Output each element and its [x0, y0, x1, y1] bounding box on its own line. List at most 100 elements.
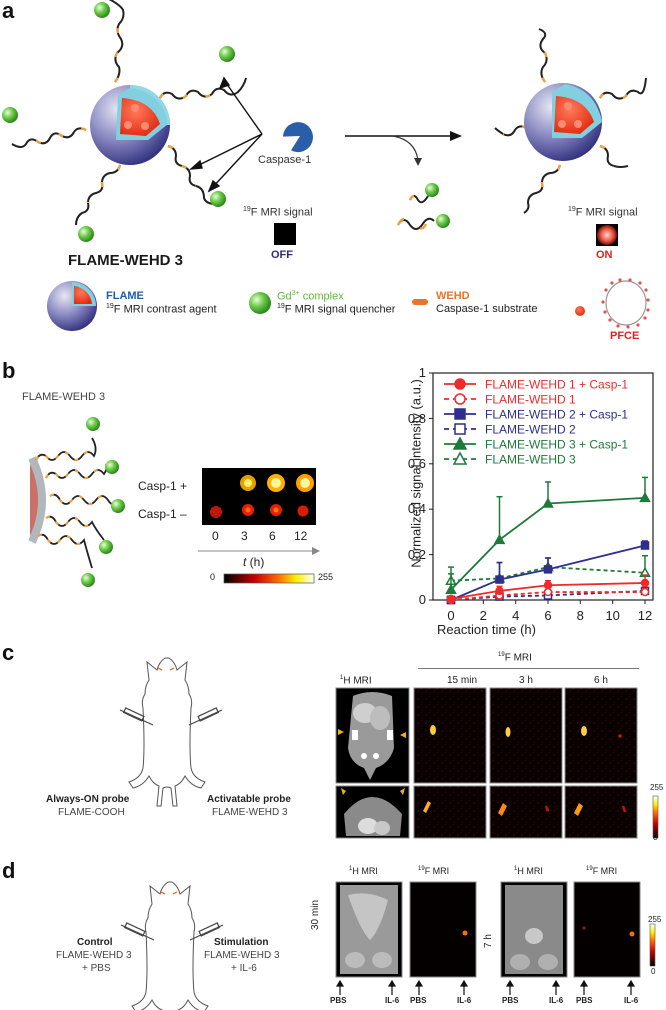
- signal-on-caption: 19F MRI signal: [568, 206, 638, 219]
- panel-a-label: a: [2, 0, 15, 23]
- text: H MRI: [352, 866, 378, 876]
- tick-0: 0: [212, 529, 219, 543]
- tick-6: 6: [269, 529, 276, 543]
- ytick: 1: [419, 365, 426, 380]
- mouse-illustration-d: [120, 881, 224, 1010]
- ytick: 0.2: [408, 547, 426, 562]
- caspase-icon: [283, 122, 313, 153]
- legend-flame-desc: 19F MRI contrast agent: [106, 303, 217, 316]
- chart-series: [446, 540, 650, 605]
- signal-intensity-chart: 0 0.2 0.4 0.6 0.8 1 0 2 4 6 8 10 12 FLAM…: [408, 365, 654, 623]
- d-h-mri-1: 1H MRI: [349, 866, 378, 876]
- svg-text:FLAME-WEHD 1: FLAME-WEHD 1: [485, 393, 576, 407]
- arrow-label: PBS: [576, 996, 593, 1005]
- caspase-label: Caspase-1: [258, 154, 312, 166]
- panel-b-label: b: [2, 358, 16, 383]
- flame-wehd-probe: [2, 0, 247, 242]
- panel-d-mri-grid: [335, 881, 656, 995]
- legend-entry: FLAME-WEHD 1: [444, 393, 576, 407]
- control-title: Control: [77, 937, 113, 948]
- text: F MRI contrast agent: [113, 303, 217, 316]
- row-label-plus: Casp-1 +: [138, 479, 188, 493]
- text: H MRI: [517, 866, 543, 876]
- time-6h: 6 h: [594, 675, 608, 686]
- sup: 19: [106, 303, 114, 310]
- arrow-label: IL-6: [385, 996, 400, 1005]
- arrow-label: PBS: [330, 996, 347, 1005]
- t: t: [243, 555, 247, 569]
- svg-text:FLAME-WEHD 3 + Casp-1: FLAME-WEHD 3 + Casp-1: [485, 438, 628, 452]
- chart-ylabel: Normalized signal intensity (a.u.): [408, 379, 424, 568]
- chart-xlabel: Reaction time (h): [437, 622, 536, 637]
- legend-flame-title: FLAME: [106, 290, 144, 302]
- panel-c-mri-grid: [335, 687, 659, 839]
- legend-entry: FLAME-WEHD 3: [444, 451, 576, 467]
- d-colorbar-min: 0: [651, 967, 656, 976]
- text: complex: [299, 290, 344, 303]
- svg-text:FLAME-WEHD 2: FLAME-WEHD 2: [485, 423, 576, 437]
- always-on-sub: FLAME-COOH: [58, 807, 125, 818]
- text: Gd: [277, 290, 292, 303]
- activatable-sub: FLAME-WEHD 3: [212, 807, 288, 818]
- sup: 19: [498, 652, 505, 658]
- probe-name: FLAME-WEHD 3: [68, 252, 183, 269]
- xtick: 12: [638, 608, 652, 623]
- panel-a-diagram: [2, 0, 650, 331]
- unit: (h): [246, 555, 265, 569]
- time-3h: 3 h: [519, 675, 533, 686]
- d-h-mri-2: 1H MRI: [514, 866, 543, 876]
- arrow-label: IL-6: [624, 996, 639, 1005]
- signal-on-label: ON: [596, 249, 613, 261]
- legend-gd-desc: 19F MRI signal quencher: [277, 303, 395, 316]
- chart-series: [446, 574, 650, 604]
- svg-text:FLAME-WEHD 3: FLAME-WEHD 3: [485, 453, 576, 467]
- arrow-label: PBS: [502, 996, 519, 1005]
- text: F MRI: [592, 866, 618, 876]
- tick-12: 12: [294, 529, 308, 543]
- panel-b-title: FLAME-WEHD 3: [22, 391, 106, 403]
- sup: 19: [568, 206, 576, 213]
- arrow-label: IL-6: [457, 996, 472, 1005]
- text: F MRI: [504, 652, 532, 664]
- legend-gd-title: Gd3+ complex: [277, 290, 344, 303]
- sup: 19: [277, 303, 285, 310]
- legend-entry: FLAME-WEHD 3 + Casp-1: [444, 436, 628, 452]
- arrow-label: IL-6: [549, 996, 564, 1005]
- ytick: 0: [419, 592, 426, 607]
- text: H MRI: [343, 675, 372, 687]
- ytick: 0.4: [408, 501, 426, 516]
- chart-series: [445, 476, 651, 595]
- legend-icons: [47, 278, 650, 331]
- sup: 3+: [291, 290, 300, 297]
- svg-text:FLAME-WEHD 2 + Casp-1: FLAME-WEHD 2 + Casp-1: [485, 408, 628, 422]
- d-f-mri-1: 19F MRI: [418, 866, 449, 876]
- time-15min: 15 min: [447, 675, 478, 686]
- f-mri-divider: [418, 668, 639, 669]
- arrow-label: PBS: [410, 996, 427, 1005]
- panel-b-schematic: [28, 417, 320, 587]
- legend-wehd-title: WEHD: [436, 290, 470, 302]
- sup: 1: [514, 866, 518, 872]
- sup: 1: [349, 866, 353, 872]
- signal-off-label: OFF: [271, 249, 293, 261]
- legend-entry: FLAME-WEHD 2 + Casp-1: [444, 408, 628, 422]
- always-on-title: Always-ON probe: [46, 794, 130, 805]
- legend-entry: FLAME-WEHD 1 + Casp-1: [444, 378, 628, 392]
- xtick: 0: [447, 608, 454, 623]
- text: F MRI: [424, 866, 450, 876]
- xtick: 8: [577, 608, 584, 623]
- xtick: 6: [544, 608, 551, 623]
- sup: 1: [340, 675, 344, 681]
- signal-text: F MRI signal: [575, 206, 638, 219]
- signal-off-caption: 19F MRI signal: [243, 206, 313, 219]
- colorbar-min: 0: [210, 572, 216, 582]
- ytick: 0.8: [408, 411, 426, 426]
- c-colorbar-max: 255: [650, 783, 664, 792]
- row-label-minus: Casp-1 –: [138, 507, 187, 521]
- stimulation-sub2: + IL-6: [231, 963, 257, 974]
- tick-3: 3: [241, 529, 248, 543]
- panel-d-label: d: [2, 858, 16, 883]
- colorbar: [223, 573, 315, 584]
- ytick: 0.6: [408, 456, 426, 471]
- mouse-illustration-c: [119, 657, 223, 807]
